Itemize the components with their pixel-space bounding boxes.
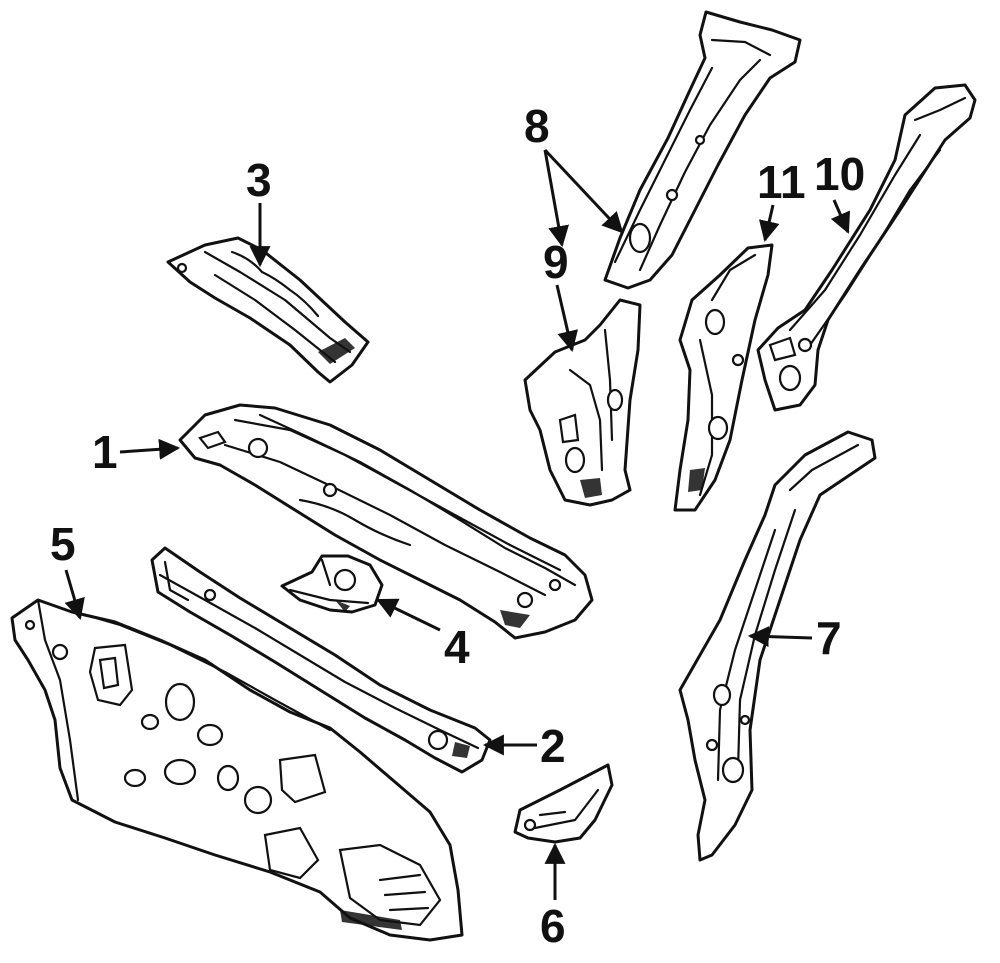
leader-7 — [747, 626, 813, 648]
part-5-dash-panel — [10, 598, 464, 942]
callout-7: 7 — [816, 612, 842, 664]
part-8-pillar-upper — [603, 10, 802, 290]
callout-10: 10 — [814, 148, 865, 200]
leader-8a — [543, 149, 570, 248]
part-1-cowl-assembly — [178, 403, 594, 640]
part-4-bracket — [280, 554, 384, 614]
callout-5: 5 — [50, 518, 76, 570]
callout-3: 3 — [246, 154, 272, 206]
callout-6: 6 — [540, 900, 566, 952]
part-7-front-pillar — [678, 430, 877, 862]
leader-9 — [555, 284, 578, 353]
callout-labels: 1 2 3 4 5 6 7 8 9 10 11 — [50, 100, 865, 952]
part-11-pillar-reinforcement — [673, 243, 774, 512]
part-10-roof-rail — [756, 83, 977, 412]
callout-1: 1 — [92, 426, 118, 478]
callout-4: 4 — [444, 621, 470, 673]
callout-8: 8 — [524, 100, 550, 152]
callout-11: 11 — [757, 156, 806, 208]
leader-11 — [758, 204, 780, 243]
leader-4 — [376, 598, 441, 632]
leader-lines — [64, 148, 851, 900]
part-2-dash-reinforcement — [150, 546, 492, 774]
part-3-cowl-top-panel — [166, 236, 370, 384]
leader-8b — [543, 148, 624, 234]
leader-1 — [119, 438, 181, 460]
leader-5 — [64, 569, 85, 621]
part-9-hinge-pillar — [523, 298, 642, 507]
part-6-gusset — [513, 763, 614, 844]
callout-2: 2 — [540, 720, 566, 772]
leader-10 — [830, 199, 851, 234]
callout-9: 9 — [543, 236, 569, 288]
